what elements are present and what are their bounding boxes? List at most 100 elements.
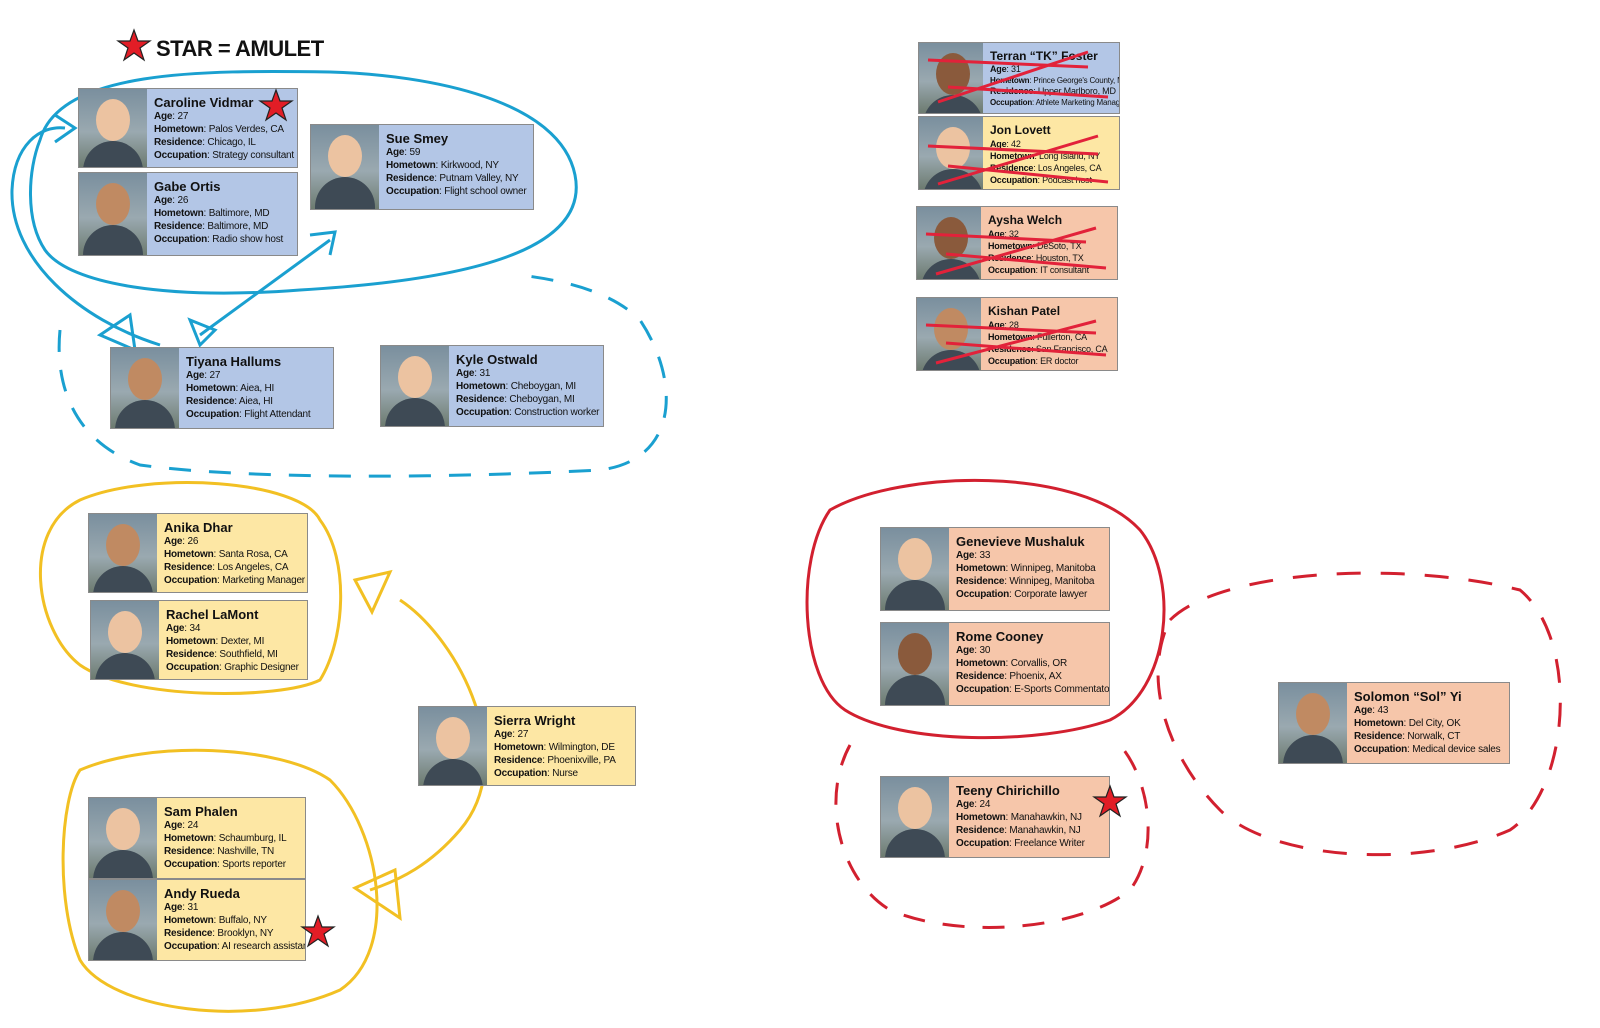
info-row: Age: 32 (988, 229, 1019, 239)
info-row: Residence: Putnam Valley, NY (386, 173, 519, 184)
info-row: Residence: Phoenix, AX (956, 671, 1062, 682)
photo-caroline (79, 89, 147, 167)
photo-genevieve (881, 528, 949, 610)
info-row: Occupation: Athlete Marketing Manager (990, 98, 1120, 107)
photo-sam (89, 798, 157, 878)
info-row: Occupation: Graphic Designer (166, 662, 299, 673)
info-row: Age: 27 (494, 729, 529, 740)
info-row: Occupation: Nurse (494, 768, 578, 779)
card-rome: Rome Cooney Age: 30 Hometown: Corvallis,… (880, 622, 1110, 706)
card-sue: Sue Smey Age: 59 Hometown: Kirkwood, NY … (310, 124, 534, 210)
photo-andy (89, 880, 157, 960)
yellow-arrow (369, 598, 487, 892)
card-genevieve: Genevieve Mushaluk Age: 33 Hometown: Win… (880, 527, 1110, 611)
contestant-name: Solomon “Sol” Yi (1354, 689, 1462, 704)
blue-arrowhead-up (96, 312, 137, 353)
info-row: Hometown: Cheboygan, MI (456, 381, 576, 392)
info-row: Hometown: Aiea, HI (186, 383, 275, 394)
info-row: Occupation: Corporate lawyer (956, 589, 1088, 600)
info-row: Hometown: Buffalo, NY (164, 915, 267, 926)
amulet-star-icon-caroline (258, 88, 294, 122)
info-row: Occupation: AI research assistant (164, 941, 306, 952)
card-andy: Andy Rueda Age: 31 Hometown: Buffalo, NY… (88, 879, 306, 961)
info-row: Age: 31 (456, 368, 491, 379)
photo-aysha (917, 207, 981, 279)
info-row: Occupation: Construction worker (456, 407, 600, 418)
red-dashed-bottom (834, 744, 1150, 929)
info-row: Age: 28 (988, 320, 1019, 330)
info-row: Occupation: Sports reporter (164, 859, 286, 870)
info-row: Residence: Chicago, IL (154, 137, 256, 148)
info-row: Age: 30 (956, 645, 991, 656)
info-row: Hometown: Prince George's County, MD (990, 76, 1120, 85)
photo-rachel (91, 601, 159, 679)
photo-sue (311, 125, 379, 209)
yellow-arrowhead-up (352, 569, 393, 616)
blue-arrow-diagonal (199, 238, 331, 337)
info-row: Occupation: E-Sports Commentator (956, 684, 1110, 695)
contestant-name: Kishan Patel (988, 304, 1061, 318)
eliminated-mark-terran (927, 50, 1109, 104)
info-row: Hometown: Palos Verdes, CA (154, 124, 284, 135)
yellow-bottom-circle (61, 748, 379, 1013)
contestant-name: Terran “TK” Foster (990, 49, 1098, 63)
info-row: Residence: Norwalk, CT (1354, 731, 1461, 742)
info-row: Hometown: Manahawkin, NJ (956, 812, 1082, 823)
info-row: Hometown: Winnipeg, Manitoba (956, 563, 1096, 574)
red-alliance-circle (805, 478, 1166, 740)
amulet-star-icon-teeny (1092, 784, 1128, 818)
info-row: Age: 31 (164, 902, 199, 913)
info-row: Age: 24 (956, 799, 991, 810)
card-rachel: Rachel LaMont Age: 34 Hometown: Dexter, … (90, 600, 308, 680)
info-row: Occupation: Marketing Manager (164, 575, 305, 586)
info-row: Age: 26 (164, 536, 199, 547)
info-row: Age: 33 (956, 550, 991, 561)
info-row: Residence: Nashville, TN (164, 846, 275, 857)
amulet-star-icon-andy (300, 914, 336, 948)
photo-rome (881, 623, 949, 705)
card-gabe: Gabe Ortis Age: 26 Hometown: Baltimore, … (78, 172, 298, 256)
photo-teeny (881, 777, 949, 857)
eliminated-mark-aysha (925, 226, 1107, 276)
info-row: Age: 27 (186, 370, 221, 381)
info-row: Hometown: Dexter, MI (166, 636, 265, 647)
blue-arrow-left (10, 126, 161, 347)
contestant-name: Sierra Wright (494, 713, 576, 728)
info-row: Residence: Aiea, HI (186, 396, 273, 407)
info-row: Age: 24 (164, 820, 199, 831)
contestant-name: Genevieve Mushaluk (956, 534, 1085, 549)
card-sierra: Sierra Wright Age: 27 Hometown: Wilmingt… (418, 706, 636, 786)
contestant-name: Gabe Ortis (154, 179, 221, 194)
info-row: Hometown: Del City, OK (1354, 718, 1461, 729)
card-caroline: Caroline Vidmar Age: 27 Hometown: Palos … (78, 88, 298, 168)
info-row: Hometown: Santa Rosa, CA (164, 549, 288, 560)
card-sam: Sam Phalen Age: 24 Hometown: Schaumburg,… (88, 797, 306, 879)
info-row: Hometown: Corvallis, OR (956, 658, 1067, 669)
contestant-name: Rome Cooney (956, 629, 1044, 644)
eliminated-mark-kishan (925, 319, 1107, 365)
info-row: Residence: Phoenixville, PA (494, 755, 616, 766)
photo-tiyana (111, 348, 179, 428)
info-row: Age: 59 (386, 147, 421, 158)
info-row: Residence: Houston, TX (988, 253, 1084, 263)
info-row: Residence: Cheboygan, MI (456, 394, 575, 405)
info-row: Residence: Brooklyn, NY (164, 928, 274, 939)
info-row: Hometown: Wilmington, DE (494, 742, 615, 753)
photo-sierra (419, 707, 487, 785)
blue-dashed-circle (57, 273, 668, 478)
info-row: Occupation: Strategy consultant (154, 150, 294, 161)
info-row: Occupation: Medical device sales (1354, 744, 1501, 755)
card-kyle: Kyle Ostwald Age: 31 Hometown: Cheboygan… (380, 345, 604, 427)
legend-star-icon (116, 28, 152, 62)
info-row: Age: 43 (1354, 705, 1389, 716)
info-row: Residence: Los Angeles, CA (164, 562, 289, 573)
info-row: Occupation: Flight school owner (386, 186, 527, 197)
info-row: Occupation: ER doctor (988, 356, 1079, 366)
blue-alliance-circle (29, 69, 578, 295)
info-row: Age: 31 (990, 64, 1021, 74)
legend-label: STAR = AMULET (156, 36, 324, 61)
eliminated-mark-jon (927, 134, 1109, 186)
photo-sol (1279, 683, 1347, 763)
yellow-top-circle (39, 481, 343, 696)
